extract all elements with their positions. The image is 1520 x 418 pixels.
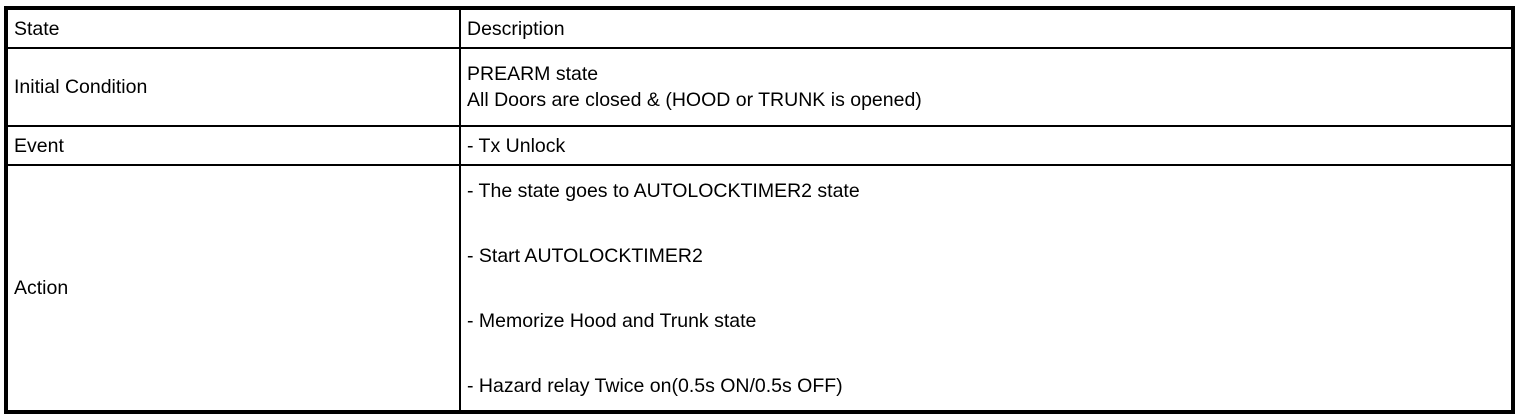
table-row: Event - Tx Unlock bbox=[5, 125, 1514, 166]
table-row: Action - The state goes to AUTOLOCKTIMER… bbox=[5, 164, 1514, 413]
state-label: Action bbox=[14, 277, 69, 299]
state-description-table: State Description Initial Condition PREA… bbox=[4, 6, 1515, 414]
description-cell-initial-condition: PREARM state All Doors are closed & (HOO… bbox=[459, 47, 1514, 127]
description-line: All Doors are closed & (HOOD or TRUNK is… bbox=[467, 89, 922, 111]
column-header-state-label: State bbox=[14, 17, 60, 40]
state-label: Event bbox=[14, 134, 64, 157]
state-cell-event: Event bbox=[5, 125, 461, 166]
column-header-description-label: Description bbox=[467, 17, 565, 40]
description-line: PREARM state bbox=[467, 63, 599, 85]
state-cell-initial-condition: Initial Condition bbox=[5, 47, 461, 127]
table-header-row: State Description bbox=[5, 7, 1514, 49]
description-line: - Tx Unlock bbox=[467, 134, 566, 157]
description-line: - Memorize Hood and Trunk state bbox=[467, 309, 757, 332]
table-row: Initial Condition PREARM state All Doors… bbox=[5, 47, 1514, 127]
description-cell-action: - The state goes to AUTOLOCKTIMER2 state… bbox=[459, 164, 1514, 413]
description-line: - Hazard relay Twice on(0.5s ON/0.5s OFF… bbox=[467, 374, 843, 397]
column-header-description: Description bbox=[459, 7, 1514, 49]
state-label: Initial Condition bbox=[14, 76, 148, 98]
description-line: - Start AUTOLOCKTIMER2 bbox=[467, 244, 703, 267]
description-cell-event: - Tx Unlock bbox=[459, 125, 1514, 166]
description-line: - The state goes to AUTOLOCKTIMER2 state bbox=[467, 179, 860, 202]
column-header-state: State bbox=[5, 7, 461, 49]
state-cell-action: Action bbox=[5, 164, 461, 413]
